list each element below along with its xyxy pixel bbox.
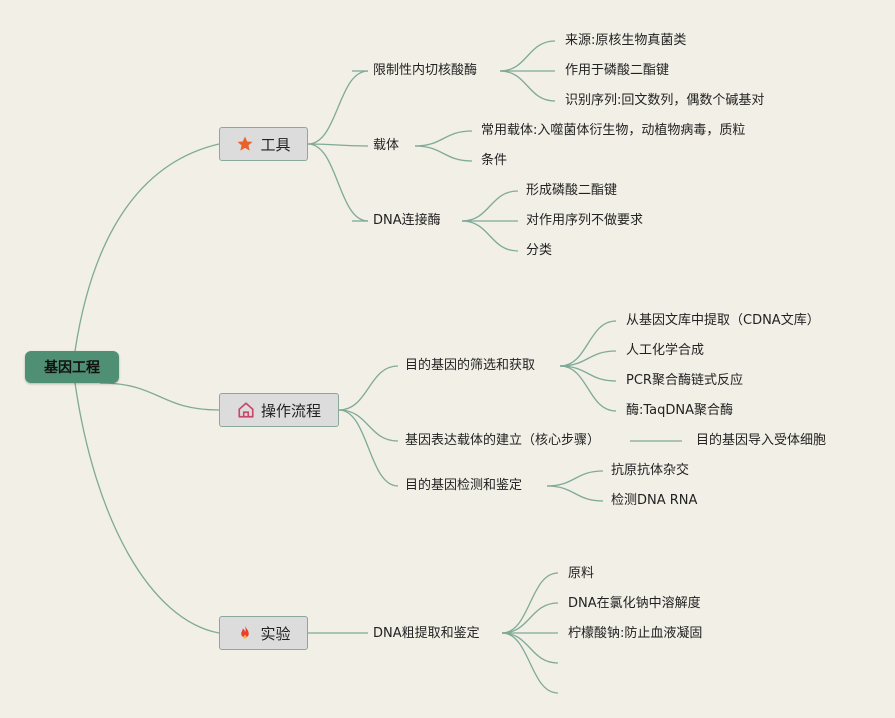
connector-subtopic-leaf bbox=[414, 145, 473, 162]
fire-icon bbox=[236, 624, 254, 642]
connector-subtopic-leaf bbox=[499, 70, 556, 102]
leaf-item[interactable]: 酶:TaqDNA聚合酶 bbox=[626, 403, 734, 418]
connector-root-branch bbox=[74, 382, 220, 634]
branch-label: 操作流程 bbox=[260, 401, 321, 420]
leaf-item[interactable]: 分类 bbox=[526, 243, 553, 258]
root-node[interactable]: 基因工程 bbox=[25, 351, 119, 383]
leaf-item[interactable]: 作用于磷酸二酯键 bbox=[565, 63, 670, 78]
connector-subtopic-leaf bbox=[559, 365, 617, 412]
leaf-item[interactable]: 目的基因导入受体细胞 bbox=[696, 433, 827, 448]
connector-branch-subtopic bbox=[307, 70, 369, 145]
branch-procedure[interactable]: 操作流程 bbox=[219, 393, 339, 427]
connector-subtopic-leaf bbox=[499, 40, 556, 72]
leaf-item[interactable]: 常用载体:入噬菌体衍生物，动植物病毒，质粒 bbox=[481, 123, 746, 138]
connector-subtopic-leaf bbox=[501, 632, 559, 694]
connector-subtopic-leaf bbox=[501, 632, 559, 664]
connector-subtopic-leaf bbox=[414, 130, 473, 147]
branch-label: 实验 bbox=[260, 624, 291, 643]
subtopic-expression-vector[interactable]: 基因表达载体的建立（核心步骤） bbox=[405, 433, 601, 448]
branch-tools[interactable]: 工具 bbox=[219, 127, 308, 161]
leaf-item[interactable]: 原料 bbox=[568, 566, 595, 581]
leaf-item[interactable]: 识别序列:回文数列，偶数个碱基对 bbox=[565, 93, 765, 108]
root-label: 基因工程 bbox=[44, 360, 100, 376]
connector-branch-subtopic bbox=[307, 143, 369, 222]
connector-root-branch bbox=[99, 382, 220, 411]
connector-branch-subtopic bbox=[338, 409, 399, 487]
connector-branch-subtopic bbox=[338, 365, 399, 411]
house-icon bbox=[237, 401, 255, 419]
subtopic-ligase[interactable]: DNA连接酶 bbox=[373, 213, 441, 228]
connector-subtopic-leaf bbox=[461, 220, 519, 252]
subtopic-vector[interactable]: 载体 bbox=[373, 138, 400, 153]
connector-subtopic-leaf bbox=[559, 350, 617, 367]
subtopic-detection[interactable]: 目的基因检测和鉴定 bbox=[405, 478, 523, 493]
connector-branch-subtopic bbox=[338, 409, 399, 442]
leaf-item[interactable]: 从基因文库中提取（CDNA文库） bbox=[626, 313, 820, 328]
leaf-item[interactable]: 形成磷酸二酯键 bbox=[526, 183, 618, 198]
subtopic-gene-acquisition[interactable]: 目的基因的筛选和获取 bbox=[405, 358, 536, 373]
connector-branch-subtopic bbox=[307, 143, 369, 147]
connector-subtopic-leaf bbox=[546, 485, 604, 502]
connector-subtopic-leaf bbox=[501, 572, 559, 634]
leaf-item[interactable]: 对作用序列不做要求 bbox=[526, 213, 644, 228]
branch-experiment[interactable]: 实验 bbox=[219, 616, 308, 650]
leaf-item[interactable]: 检测DNA RNA bbox=[611, 493, 698, 508]
star-icon bbox=[236, 135, 254, 153]
subtopic-restriction-enzyme[interactable]: 限制性内切核酸酶 bbox=[373, 63, 478, 78]
leaf-item[interactable]: 条件 bbox=[481, 153, 508, 168]
leaf-item[interactable]: 柠檬酸钠:防止血液凝固 bbox=[568, 626, 703, 641]
connector-subtopic-leaf bbox=[559, 320, 617, 367]
leaf-item[interactable]: 来源:原核生物真菌类 bbox=[565, 33, 687, 48]
leaf-item[interactable]: PCR聚合酶链式反应 bbox=[626, 373, 743, 388]
branch-label: 工具 bbox=[260, 135, 291, 154]
connector-subtopic-leaf bbox=[546, 470, 604, 487]
leaf-item[interactable]: 抗原抗体杂交 bbox=[611, 463, 690, 478]
connector-root-branch bbox=[74, 143, 220, 352]
leaf-item[interactable]: DNA在氯化钠中溶解度 bbox=[568, 596, 701, 611]
subtopic-dna-extraction[interactable]: DNA粗提取和鉴定 bbox=[373, 626, 480, 641]
connector-subtopic-leaf bbox=[501, 602, 559, 634]
leaf-item[interactable]: 人工化学合成 bbox=[626, 343, 705, 358]
connector-subtopic-leaf bbox=[461, 190, 519, 222]
